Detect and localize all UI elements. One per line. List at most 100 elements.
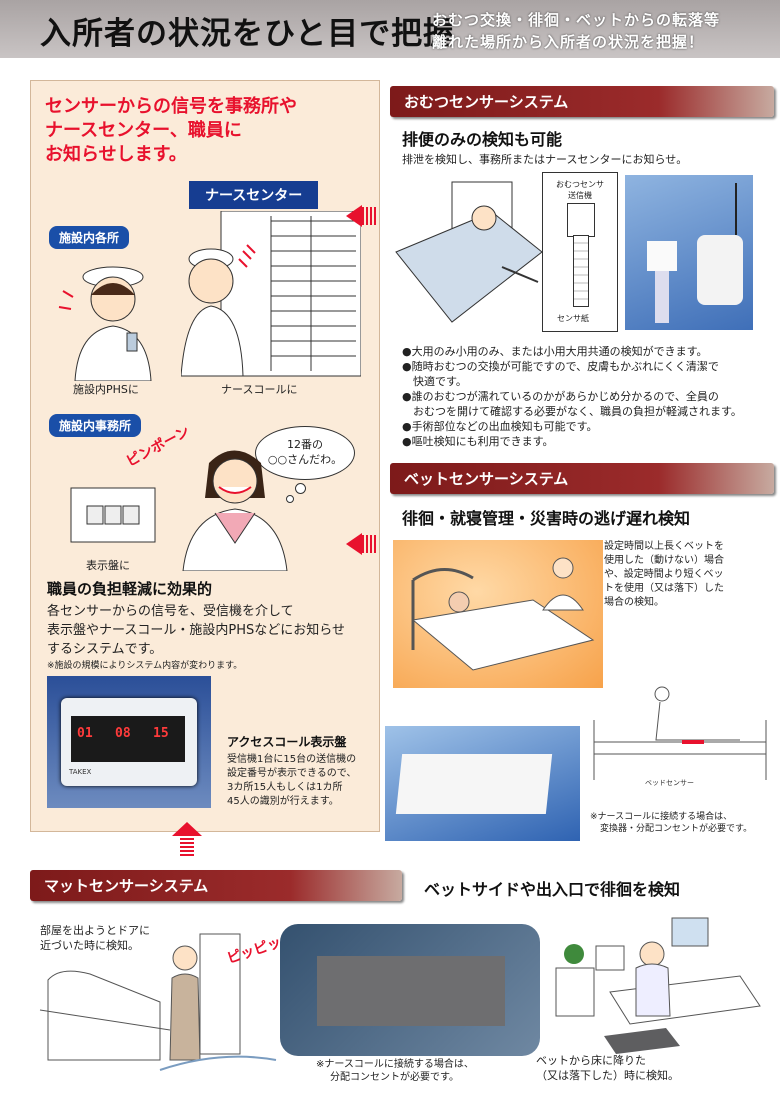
panel-headline: センサーからの信号を事務所や ナースセンター、職員に お知らせします。 xyxy=(45,95,297,167)
effect-body-line: 表示盤やナースコール・施設内PHSなどにお知らせ xyxy=(47,623,345,638)
mat-note-line: 分配コンセントが必要です。 xyxy=(330,1072,459,1083)
page-title: 入所者の状況をひと目で把握 xyxy=(40,16,456,52)
bed-sensor-label: ベッドセンサー xyxy=(645,779,694,787)
arrow-stripes xyxy=(362,207,376,225)
mat-sensor-pad xyxy=(317,956,505,1026)
bed-scene-illustration xyxy=(393,540,603,688)
transmitter-label-line: おむつセンサ xyxy=(556,180,604,189)
office-worker-illustration xyxy=(182,450,288,571)
access-call-body: 受信機1台に15台の送信機の 設定番号が表示できるので、 3カ所15人もしくは1… xyxy=(227,753,356,809)
bed-patient-illustration xyxy=(395,181,542,323)
bed-desc-line: 使用した（動けない）場合 xyxy=(604,555,724,566)
bedside-caption: ベットから床に降りた （又は落下した）時に検知。 xyxy=(536,1053,679,1083)
bubble-dot xyxy=(286,495,294,503)
display-caption: 表示盤に xyxy=(86,559,130,572)
facility-places-label: 施設内各所 xyxy=(49,226,130,249)
omutsu-desc: 排泄を検知し、事務所またはナースセンターにお知らせ。 xyxy=(402,153,688,166)
mat-section-header: マットセンサーシステム xyxy=(30,870,402,901)
mat-note: ※ナースコールに接続する場合は、 分配コンセントが必要です。 xyxy=(316,1058,474,1084)
bullet-line: ●嘔吐検知にも利用できます。 xyxy=(402,435,554,448)
bedside-caption-line: （又は落下した）時に検知。 xyxy=(536,1069,679,1082)
access-body-line: 3カ所15人もしくは1カ所 xyxy=(227,782,343,793)
bed-sensor-pad xyxy=(395,754,553,814)
arrow-stripes xyxy=(362,535,376,553)
nurse-phone-illustration xyxy=(58,266,152,381)
transmitter-diagram: おむつセンサ 送信機 センサ紙 xyxy=(542,172,618,332)
arrow-left-1 xyxy=(346,205,376,227)
header-subtitle-2: 離れた場所から入所者の状況を把握！ xyxy=(432,33,705,51)
omutsu-bullet: ●嘔吐検知にも利用できます。 xyxy=(402,434,742,449)
display-digit-3: 15 xyxy=(153,726,169,741)
speech-bubble: 12番の ○○さんだわ。 xyxy=(255,426,355,480)
arrow-head xyxy=(346,205,362,227)
omutsu-bullet: ●誰のおむつが濡れているのかがあらかじめ分かるので、全員の おむつを開けて確認す… xyxy=(402,389,742,419)
notification-panel: センサーからの信号を事務所や ナースセンター、職員に お知らせします。 ナースセ… xyxy=(30,80,380,832)
transmitter-device xyxy=(647,241,677,271)
omutsu-section-header: おむつセンサーシステム xyxy=(390,86,774,117)
bed-desc: 設定時間以上長くベットを 使用した（動けない）場合 や、設定時間より短くベッ ト… xyxy=(604,540,724,610)
access-body-line: 受信機1台に15台の送信機の xyxy=(227,754,357,765)
access-call-title: アクセスコール表示盤 xyxy=(227,735,347,749)
page-header: 入所者の状況をひと目で把握 おむつ交換・徘徊・ベットからの転落等 離れた場所から… xyxy=(0,0,780,58)
access-body-line: 45人の識別が行えます。 xyxy=(227,796,339,807)
bed-sensor-diagram xyxy=(593,686,767,780)
antenna xyxy=(735,183,737,235)
bed-note-line: ※ナースコールに接続する場合は、 xyxy=(590,812,733,822)
door-caption-line: 近づいた時に検知。 xyxy=(40,939,139,952)
bubble-dot xyxy=(295,483,306,494)
bed-note: ※ナースコールに接続する場合は、 変換器・分配コンセントが必要です。 xyxy=(590,811,752,835)
sensor-paper-label: センサ紙 xyxy=(557,314,589,323)
door-caption: 部屋を出ようとドアに 近づいた時に検知。 xyxy=(40,923,150,953)
bullet-line: ●大用のみ小用のみ、または小用大用共通の検知ができます。 xyxy=(402,345,708,358)
arrow-left-2 xyxy=(346,533,376,555)
mat-title: ベットサイドや出入口で徘徊を検知 xyxy=(424,880,681,899)
arrow-head xyxy=(346,533,362,555)
transmitter-label: おむつセンサ 送信機 xyxy=(545,179,615,201)
office-label: 施設内事務所 xyxy=(49,414,142,437)
arrow-stripes xyxy=(180,836,194,856)
speech-line-1: 12番の xyxy=(287,438,323,451)
phs-caption: 施設内PHSに xyxy=(73,383,139,396)
headline-line-2: ナースセンター、職員に xyxy=(45,120,242,141)
arrow-head xyxy=(172,822,202,836)
mat-sensor-photo xyxy=(280,924,540,1056)
effect-note: ※施設の規模によりシステム内容が変わります。 xyxy=(47,661,243,671)
door-scene-illustration xyxy=(39,933,277,1071)
bullet-line: ●手術部位などの出血検知も可能です。 xyxy=(402,420,598,433)
arrow-up xyxy=(172,822,202,858)
transmitter-label-line: 送信機 xyxy=(568,191,592,200)
display-panel-photo: 01 08 15 TAKEX xyxy=(47,676,211,808)
nurse-center-label: ナースセンター xyxy=(189,181,319,209)
bed-note-line: 変換器・分配コンセントが必要です。 xyxy=(600,824,753,834)
transmitter-box xyxy=(567,203,595,237)
bed-title: 徘徊・就寝管理・災害時の逃げ遅れ検知 xyxy=(402,509,691,528)
bed-section-header: ベットセンサーシステム xyxy=(390,463,774,494)
receiver-device xyxy=(697,235,743,305)
headline-line-3: お知らせします。 xyxy=(45,144,187,165)
bed-desc-line: や、設定時間より短くベッ xyxy=(604,569,724,580)
door-caption-line: 部屋を出ようとドアに xyxy=(40,924,150,937)
effect-body: 各センサーからの信号を、受信機を介して 表示盤やナースコール・施設内PHSなどに… xyxy=(47,602,345,659)
speech-line-2: ○○さんだわ。 xyxy=(267,453,343,466)
nurse-call-caption: ナースコールに xyxy=(221,383,298,396)
effect-body-line: 各センサーからの信号を、受信機を介して xyxy=(47,604,294,619)
effect-title: 職員の負担軽減に効果的 xyxy=(47,580,213,598)
effect-body-line: するシステムです。 xyxy=(47,642,163,657)
omutsu-title: 排便のみの検知も可能 xyxy=(402,130,563,149)
omutsu-bullet: ●随時おむつの交換が可能ですので、皮膚もかぶれにくく清潔で 快適です。 xyxy=(402,359,742,389)
omutsu-bullet: ●手術部位などの出血検知も可能です。 xyxy=(402,419,742,434)
bullet-line: ●誰のおむつが濡れているのかがあらかじめ分かるので、全員の xyxy=(402,390,719,403)
bullet-line: 快適です。 xyxy=(402,375,467,388)
bed-sensor-photo xyxy=(385,726,580,841)
bullet-line: おむつを開けて確認する必要がなく、職員の負担が軽減されます。 xyxy=(402,405,742,418)
header-subtitle-1: おむつ交換・徘徊・ベットからの転落等 xyxy=(432,11,721,29)
nurse-call-illustration xyxy=(181,211,361,377)
access-body-line: 設定番号が表示できるので、 xyxy=(227,768,357,779)
display-screen: 01 08 15 xyxy=(71,716,185,762)
display-digit-2: 08 xyxy=(115,726,131,741)
omutsu-bullet: ●大用のみ小用のみ、または小用大用共通の検知ができます。 xyxy=(402,344,742,359)
sensor-paper xyxy=(573,235,589,307)
bullet-line: ●随時おむつの交換が可能ですので、皮膚もかぶれにくく清潔で xyxy=(402,360,719,373)
display-digit-1: 01 xyxy=(77,726,93,741)
headline-line-1: センサーからの信号を事務所や xyxy=(45,96,297,117)
